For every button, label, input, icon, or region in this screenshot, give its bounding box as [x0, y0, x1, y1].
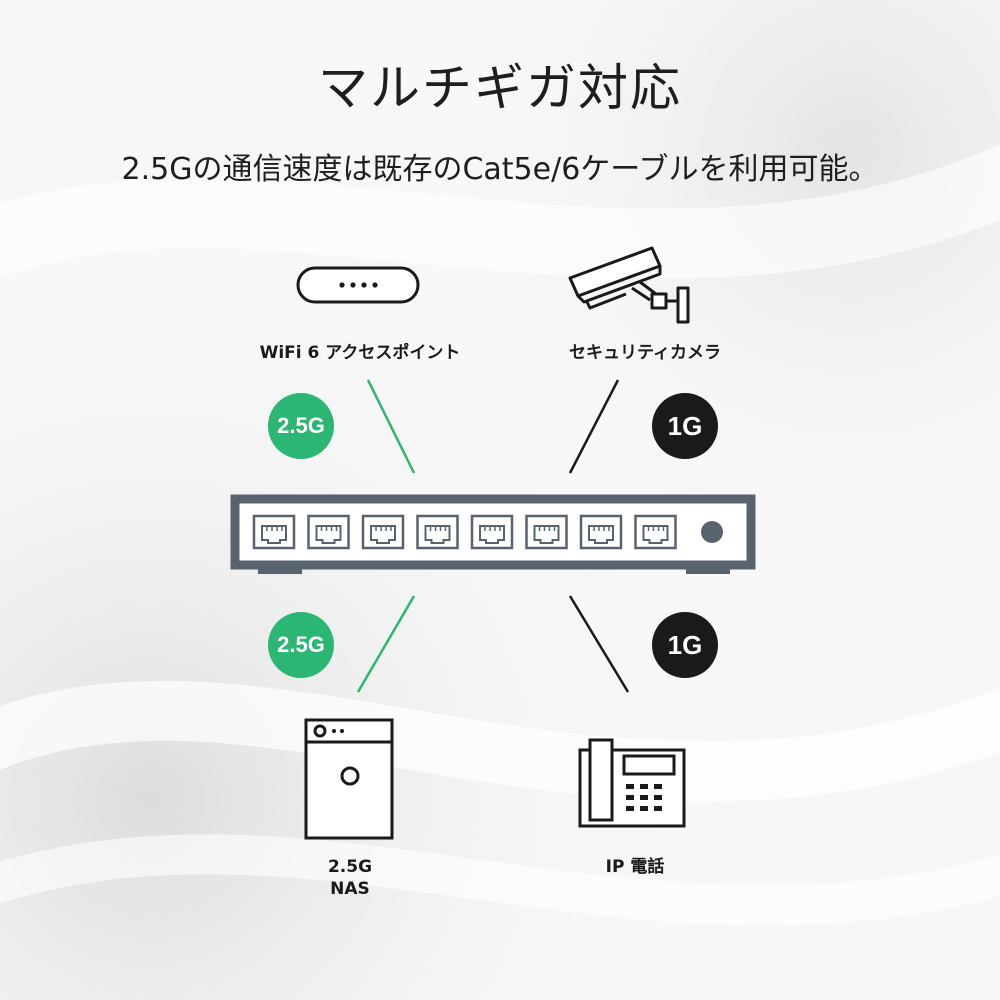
- connection-line-nas-stroke: [356, 595, 416, 693]
- ip-phone-icon: [578, 738, 686, 828]
- connection-line-wifi-stroke: [366, 379, 416, 474]
- ethernet-port: [579, 514, 623, 550]
- speed-badge-camera: 1G: [652, 393, 718, 459]
- camera-label: セキュリティカメラ: [569, 343, 721, 363]
- connection-line-phone-stroke: [568, 595, 630, 693]
- network-switch: [230, 494, 756, 574]
- access-point-icon: [296, 266, 420, 304]
- nas-server-icon: [304, 718, 394, 840]
- speed-badge-phone: 1G: [652, 612, 718, 678]
- ethernet-port: [525, 514, 568, 550]
- nas-label-line2: NAS: [330, 879, 370, 899]
- page-title: マルチギガ対応: [318, 59, 682, 117]
- ethernet-port: [307, 514, 350, 550]
- speed-badge-nas: 2.5G: [268, 612, 334, 678]
- speed-badge-wifi: 2.5G: [268, 393, 334, 459]
- page-subtitle: 2.5Gの通信速度は既存のCat5e/6ケーブルを利用可能。: [121, 152, 879, 187]
- power-led: [701, 521, 723, 543]
- ethernet-port: [416, 514, 459, 550]
- ethernet-port: [361, 514, 405, 550]
- ethernet-port: [634, 514, 677, 550]
- phone-label: IP 電話: [605, 857, 665, 877]
- ethernet-port: [470, 514, 514, 550]
- nas-label-line1: 2.5G: [327, 857, 373, 877]
- wifi-label: WiFi 6 アクセスポイント: [259, 343, 461, 363]
- ethernet-port: [252, 514, 296, 550]
- connection-line-camera-stroke: [568, 379, 620, 474]
- security-camera-icon: [568, 246, 690, 324]
- nas-label: 2.5G NAS: [280, 856, 420, 900]
